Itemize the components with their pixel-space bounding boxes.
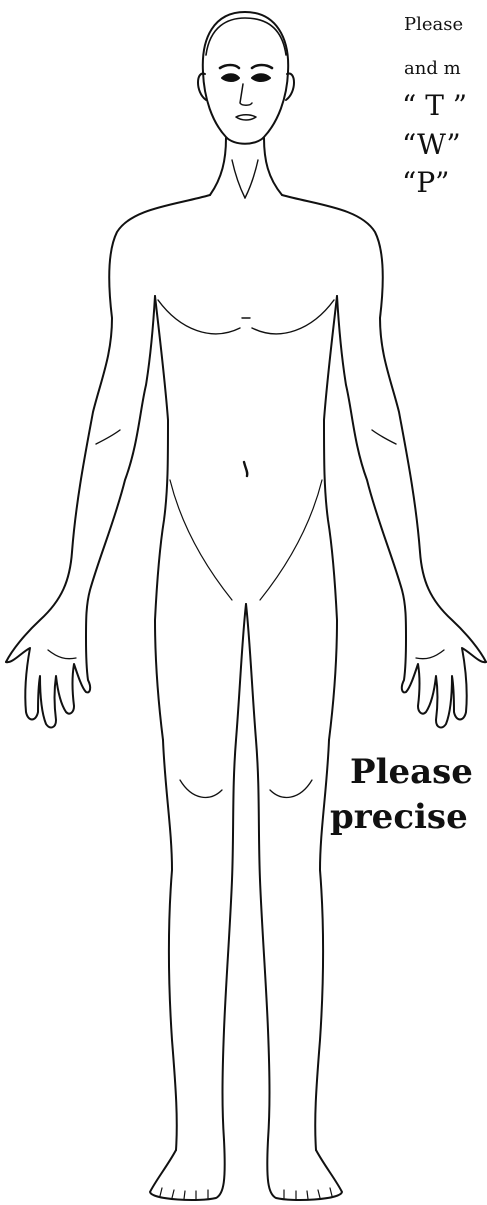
note-line-1: Please	[350, 752, 473, 792]
mouth	[236, 115, 256, 120]
right-toes	[284, 1188, 332, 1199]
instruction-line-2: and m	[404, 58, 461, 79]
instruction-line-1: Please	[404, 14, 463, 35]
right-hip-line	[260, 480, 322, 600]
code-p-label: “P”	[402, 166, 449, 199]
left-knee	[180, 780, 222, 797]
neck-left	[210, 138, 226, 195]
code-w-label: “W”	[402, 128, 461, 161]
right-knee	[270, 780, 312, 797]
left-leg-outer	[163, 740, 177, 1150]
left-hand	[6, 638, 90, 727]
right-leg-outer	[315, 740, 329, 1150]
neck-right	[264, 138, 282, 195]
left-eyebrow	[220, 65, 239, 68]
right-eyebrow	[252, 65, 272, 68]
right-leg-inner	[246, 604, 270, 1140]
left-palm-line	[48, 650, 76, 659]
left-pec	[158, 300, 240, 334]
navel	[244, 462, 247, 476]
torso-left-side	[155, 296, 168, 740]
left-eye	[222, 74, 239, 81]
left-arm-inner	[86, 296, 155, 638]
right-arm-inner	[337, 296, 406, 638]
left-elbow-crease	[96, 430, 120, 444]
right-eye	[252, 74, 270, 81]
left-shoulder-arm-outer	[6, 195, 210, 662]
left-leg-inner	[223, 604, 247, 1140]
torso-right-side	[324, 296, 337, 740]
code-t-label: “ T ”	[402, 89, 467, 122]
right-elbow-crease	[372, 430, 396, 444]
right-pec	[252, 300, 334, 334]
neck-v-left	[232, 160, 245, 198]
neck-v-right	[245, 160, 258, 198]
left-hip-line	[170, 480, 232, 600]
right-palm-line	[416, 650, 444, 659]
note-line-2: precise	[330, 797, 468, 837]
left-toes	[160, 1188, 208, 1199]
nose	[240, 84, 252, 105]
right-shoulder-arm-outer	[282, 195, 486, 662]
right-hand	[402, 638, 486, 727]
